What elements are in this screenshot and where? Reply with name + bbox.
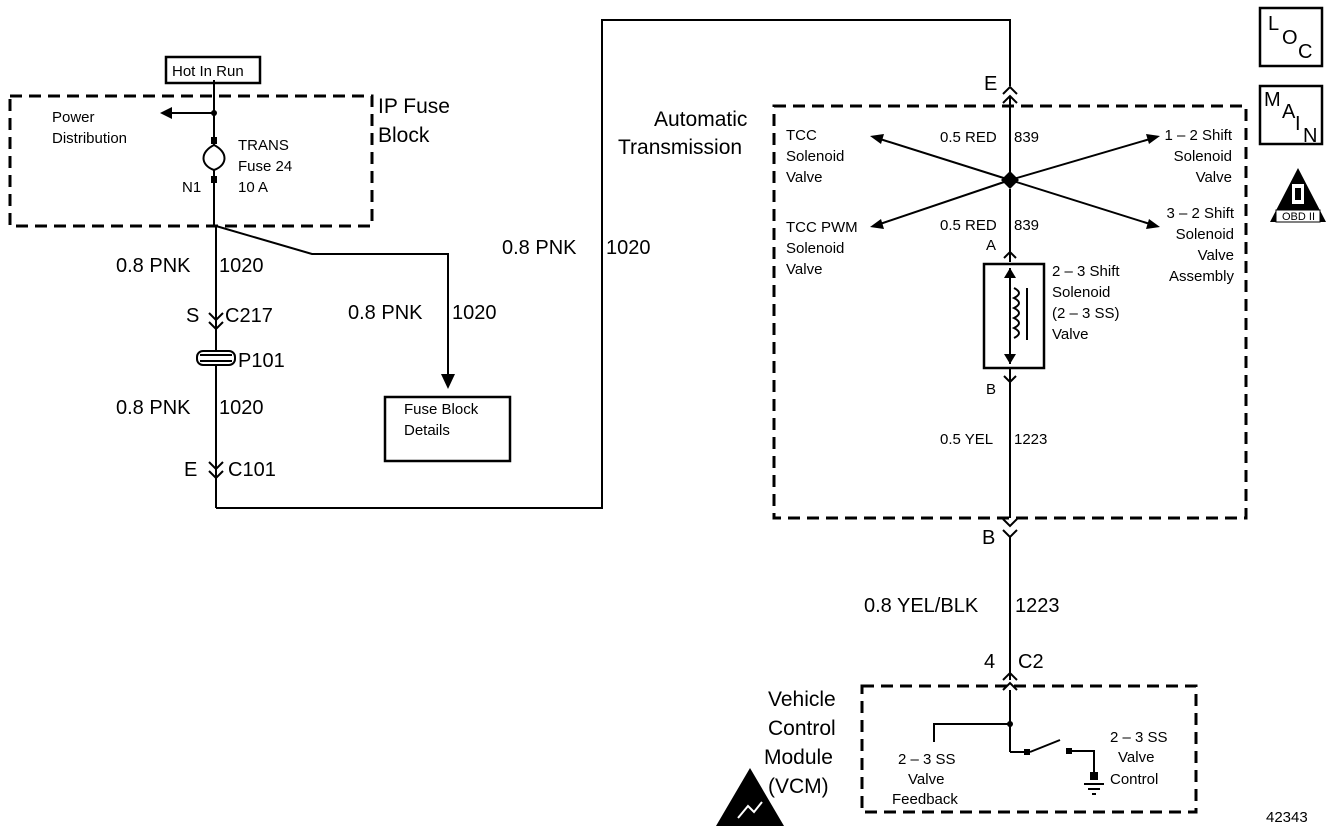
- svg-text:P101: P101: [238, 350, 285, 372]
- svg-text:2 – 3 SS: 2 – 3 SS: [1110, 729, 1168, 746]
- svg-text:TRANS: TRANS: [238, 137, 289, 154]
- svg-text:Hot In Run: Hot In Run: [172, 63, 244, 80]
- svg-text:Solenoid: Solenoid: [1176, 226, 1234, 243]
- svg-text:Module: Module: [764, 746, 833, 769]
- splice-p101: P101: [196, 350, 285, 372]
- svg-text:1020: 1020: [219, 255, 264, 277]
- svg-text:0.8 PNK: 0.8 PNK: [348, 302, 423, 324]
- svg-text:Fuse 24: Fuse 24: [238, 158, 292, 175]
- svg-text:C217: C217: [225, 305, 273, 327]
- esd-warning-icon: [716, 768, 784, 826]
- svg-text:0.8 PNK: 0.8 PNK: [116, 255, 191, 277]
- svg-text:Block: Block: [378, 124, 430, 147]
- ip-fuse-block: IP Fuse Block Power Distribution TRANS F…: [8, 80, 450, 228]
- svg-text:Valve: Valve: [1052, 326, 1088, 343]
- automatic-transmission: Automatic Transmission E 0.5 RED 839 0.5…: [618, 73, 1248, 549]
- svg-text:0.8 YEL/BLK: 0.8 YEL/BLK: [864, 595, 979, 617]
- svg-text:Solenoid: Solenoid: [786, 148, 844, 165]
- svg-text:C: C: [1298, 41, 1312, 63]
- svg-text:N: N: [1303, 125, 1317, 147]
- svg-text:E: E: [184, 459, 197, 481]
- svg-text:Valve: Valve: [908, 771, 944, 788]
- svg-text:A: A: [986, 237, 996, 254]
- svg-text:M: M: [1264, 89, 1281, 111]
- solenoid-coil-icon: [1011, 287, 1020, 339]
- svg-text:Valve: Valve: [1118, 749, 1154, 766]
- svg-text:IP Fuse: IP Fuse: [378, 95, 450, 118]
- svg-text:C101: C101: [228, 459, 276, 481]
- svg-text:N1: N1: [182, 179, 201, 196]
- svg-text:I: I: [1295, 113, 1301, 135]
- svg-text:Solenoid: Solenoid: [1052, 284, 1110, 301]
- svg-text:3 – 2 Shift: 3 – 2 Shift: [1166, 205, 1234, 222]
- switch-icon: [1029, 739, 1061, 753]
- vehicle-control-module: Vehicle Control Module (VCM) 2 – 3 SS Va…: [764, 684, 1198, 814]
- svg-text:Solenoid: Solenoid: [1174, 148, 1232, 165]
- svg-text:1020: 1020: [452, 302, 497, 324]
- svg-text:Vehicle: Vehicle: [768, 688, 836, 711]
- obd-warning-icon: OBD II: [1270, 168, 1326, 223]
- solenoid-box: [982, 262, 1046, 370]
- figure-number: 42343: [1266, 809, 1308, 826]
- svg-text:2 – 3 SS: 2 – 3 SS: [898, 751, 956, 768]
- svg-text:Valve: Valve: [786, 261, 822, 278]
- svg-text:Distribution: Distribution: [52, 130, 127, 147]
- svg-text:Feedback: Feedback: [892, 791, 958, 808]
- fuse-block-details-box[interactable]: Fuse Block Details: [383, 395, 512, 463]
- svg-text:Control: Control: [768, 717, 836, 740]
- main-icon[interactable]: M A I N: [1258, 84, 1324, 147]
- svg-text:C2: C2: [1018, 651, 1044, 673]
- svg-text:OBD II: OBD II: [1282, 211, 1315, 223]
- svg-text:1020: 1020: [219, 397, 264, 419]
- svg-text:1223: 1223: [1015, 595, 1060, 617]
- svg-text:839: 839: [1014, 217, 1039, 234]
- svg-text:Fuse Block: Fuse Block: [404, 401, 479, 418]
- svg-text:1020: 1020: [606, 237, 651, 259]
- svg-text:(2 – 3 SS): (2 – 3 SS): [1052, 305, 1120, 322]
- hot-in-run-label: Hot In Run: [164, 55, 262, 85]
- svg-text:839: 839: [1014, 129, 1039, 146]
- svg-text:Automatic: Automatic: [654, 108, 747, 131]
- svg-text:Power: Power: [52, 109, 95, 126]
- svg-text:Details: Details: [404, 422, 450, 439]
- svg-text:A: A: [1282, 101, 1296, 123]
- svg-text:0.8 PNK: 0.8 PNK: [116, 397, 191, 419]
- svg-text:B: B: [982, 527, 995, 549]
- loc-icon[interactable]: L O C: [1258, 6, 1324, 68]
- svg-text:1223: 1223: [1014, 431, 1047, 448]
- svg-text:0.8 PNK: 0.8 PNK: [502, 237, 577, 259]
- svg-text:TCC: TCC: [786, 127, 817, 144]
- svg-text:TCC PWM: TCC PWM: [786, 219, 858, 236]
- fuse-icon: [202, 144, 226, 172]
- svg-text:10 A: 10 A: [238, 179, 268, 196]
- ground-icon: [1084, 783, 1104, 795]
- svg-text:Valve: Valve: [786, 169, 822, 186]
- svg-text:Assembly: Assembly: [1169, 268, 1235, 285]
- svg-text:B: B: [986, 381, 996, 398]
- svg-text:0.5 YEL: 0.5 YEL: [940, 431, 993, 448]
- svg-text:Control: Control: [1110, 771, 1158, 788]
- svg-text:1 – 2 Shift: 1 – 2 Shift: [1164, 127, 1232, 144]
- connector-c217: S C217: [186, 305, 273, 331]
- connector-c101: E C101: [184, 459, 276, 481]
- svg-text:Transmission: Transmission: [618, 136, 742, 159]
- svg-text:(VCM): (VCM): [768, 775, 829, 798]
- svg-text:0.5 RED: 0.5 RED: [940, 217, 997, 234]
- svg-text:4: 4: [984, 651, 995, 673]
- svg-text:L: L: [1268, 13, 1279, 35]
- connector-c2: 4 C2: [984, 651, 1044, 691]
- svg-text:S: S: [186, 305, 199, 327]
- svg-text:O: O: [1282, 27, 1298, 49]
- svg-text:2 – 3 Shift: 2 – 3 Shift: [1052, 263, 1120, 280]
- svg-text:Valve: Valve: [1196, 169, 1232, 186]
- svg-text:Valve: Valve: [1198, 247, 1234, 264]
- svg-text:E: E: [984, 73, 997, 95]
- svg-text:0.5 RED: 0.5 RED: [940, 129, 997, 146]
- svg-text:Solenoid: Solenoid: [786, 240, 844, 257]
